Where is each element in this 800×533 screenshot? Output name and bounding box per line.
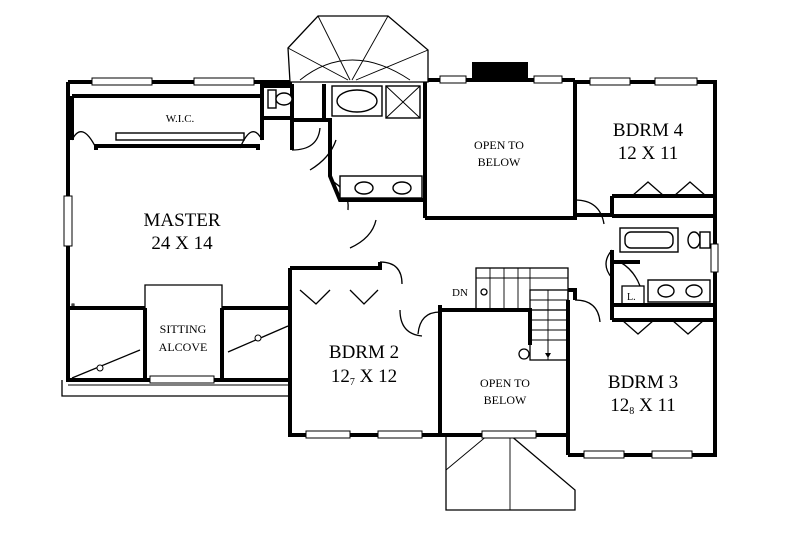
wic-shelf <box>115 132 245 141</box>
windows <box>63 75 719 459</box>
chimney <box>472 62 528 82</box>
master-name: MASTER <box>143 210 220 231</box>
interior-walls <box>68 82 715 455</box>
front-porch <box>445 434 576 511</box>
roof-overhang <box>61 380 290 397</box>
toilet-icon <box>267 89 293 109</box>
bdrm3-size: 128 X 11 <box>610 395 676 417</box>
open-upper-label-1: OPEN TO <box>474 138 524 152</box>
sitting-label-1: SITTING <box>160 322 207 336</box>
bdrm3-name: BDRM 3 <box>608 372 678 393</box>
bdrm2-size: 127 X 12 <box>331 366 397 388</box>
wic-label: W.I.C. <box>166 113 195 125</box>
stair-down-label: DN <box>452 287 468 299</box>
bdrm2-name: BDRM 2 <box>329 342 399 363</box>
master-bath-fixtures <box>331 85 423 199</box>
open-lower-label-1: OPEN TO <box>480 376 530 390</box>
open-lower-label-2: BELOW <box>484 393 527 407</box>
staircase <box>475 267 569 361</box>
open-upper-label-2: BELOW <box>478 155 521 169</box>
hall-bath-fixtures <box>619 227 711 305</box>
bdrm4-size: 12 X 11 <box>618 143 679 164</box>
linen-label: L. <box>627 292 636 303</box>
doors <box>291 127 707 337</box>
master-size: 24 X 14 <box>151 233 213 254</box>
bay-turret <box>287 15 429 83</box>
sitting-label-2: ALCOVE <box>159 340 208 354</box>
bdrm4-name: BDRM 4 <box>613 120 684 141</box>
